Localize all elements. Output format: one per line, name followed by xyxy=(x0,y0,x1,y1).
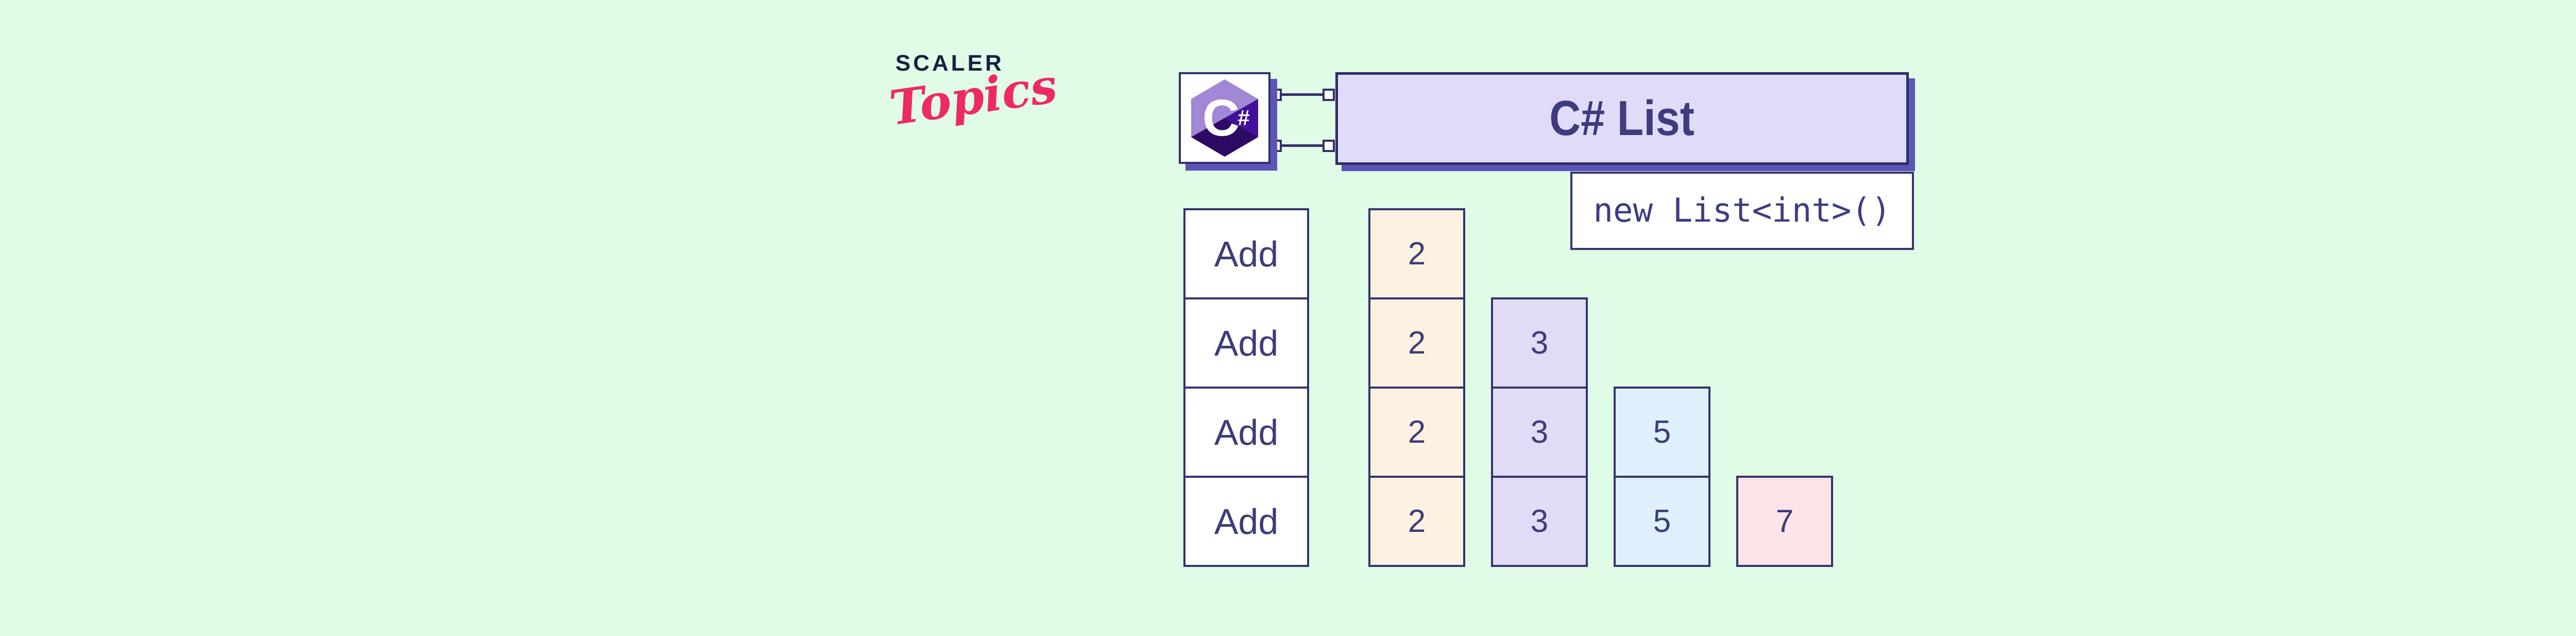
logo-brand-text: SCALER xyxy=(895,51,1004,76)
list-cell: 2 xyxy=(1408,236,1426,272)
connector-port-icon xyxy=(1269,140,1282,152)
code-snippet: new List<int>() xyxy=(1593,192,1891,230)
list-cell: 7 xyxy=(1775,504,1794,539)
list-cell: 5 xyxy=(1653,414,1671,450)
csharp-letter: C xyxy=(1202,89,1240,147)
list-column-5: 5 5 xyxy=(1614,387,1710,567)
list-column-7: 7 xyxy=(1736,476,1833,567)
list-column-3: 3 3 3 xyxy=(1491,297,1588,567)
list-cell: 3 xyxy=(1530,325,1549,361)
list-cell: 2 xyxy=(1370,476,1463,565)
list-cell: 5 xyxy=(1616,476,1708,565)
title-box: C# List xyxy=(1335,72,1909,165)
scaler-topics-logo: SCALER Topics xyxy=(886,51,1060,136)
list-cell: 3 xyxy=(1493,476,1586,565)
add-button: Add xyxy=(1185,476,1307,565)
add-button: Add xyxy=(1185,387,1307,476)
csharp-logo-icon: C # xyxy=(1191,79,1258,157)
csharp-icon-box: C # xyxy=(1179,72,1270,164)
connector-line-top xyxy=(1274,93,1333,96)
list-cell: 2 xyxy=(1370,387,1463,476)
list-cell: 3 xyxy=(1493,387,1586,476)
add-button: Add xyxy=(1185,297,1307,387)
list-column-2: 2 2 2 2 xyxy=(1368,208,1465,567)
csharp-hash: # xyxy=(1238,106,1249,130)
connector-port-icon xyxy=(1269,89,1282,101)
connector-port-icon xyxy=(1323,89,1335,101)
code-box: new List<int>() xyxy=(1570,172,1914,250)
add-button-column: Add Add Add Add xyxy=(1183,208,1309,567)
connector-line-bottom xyxy=(1274,144,1333,147)
list-cell: 2 xyxy=(1370,297,1463,387)
page-title: C# List xyxy=(1549,91,1695,146)
add-button: Add xyxy=(1214,233,1279,274)
connector-port-icon xyxy=(1323,140,1335,152)
